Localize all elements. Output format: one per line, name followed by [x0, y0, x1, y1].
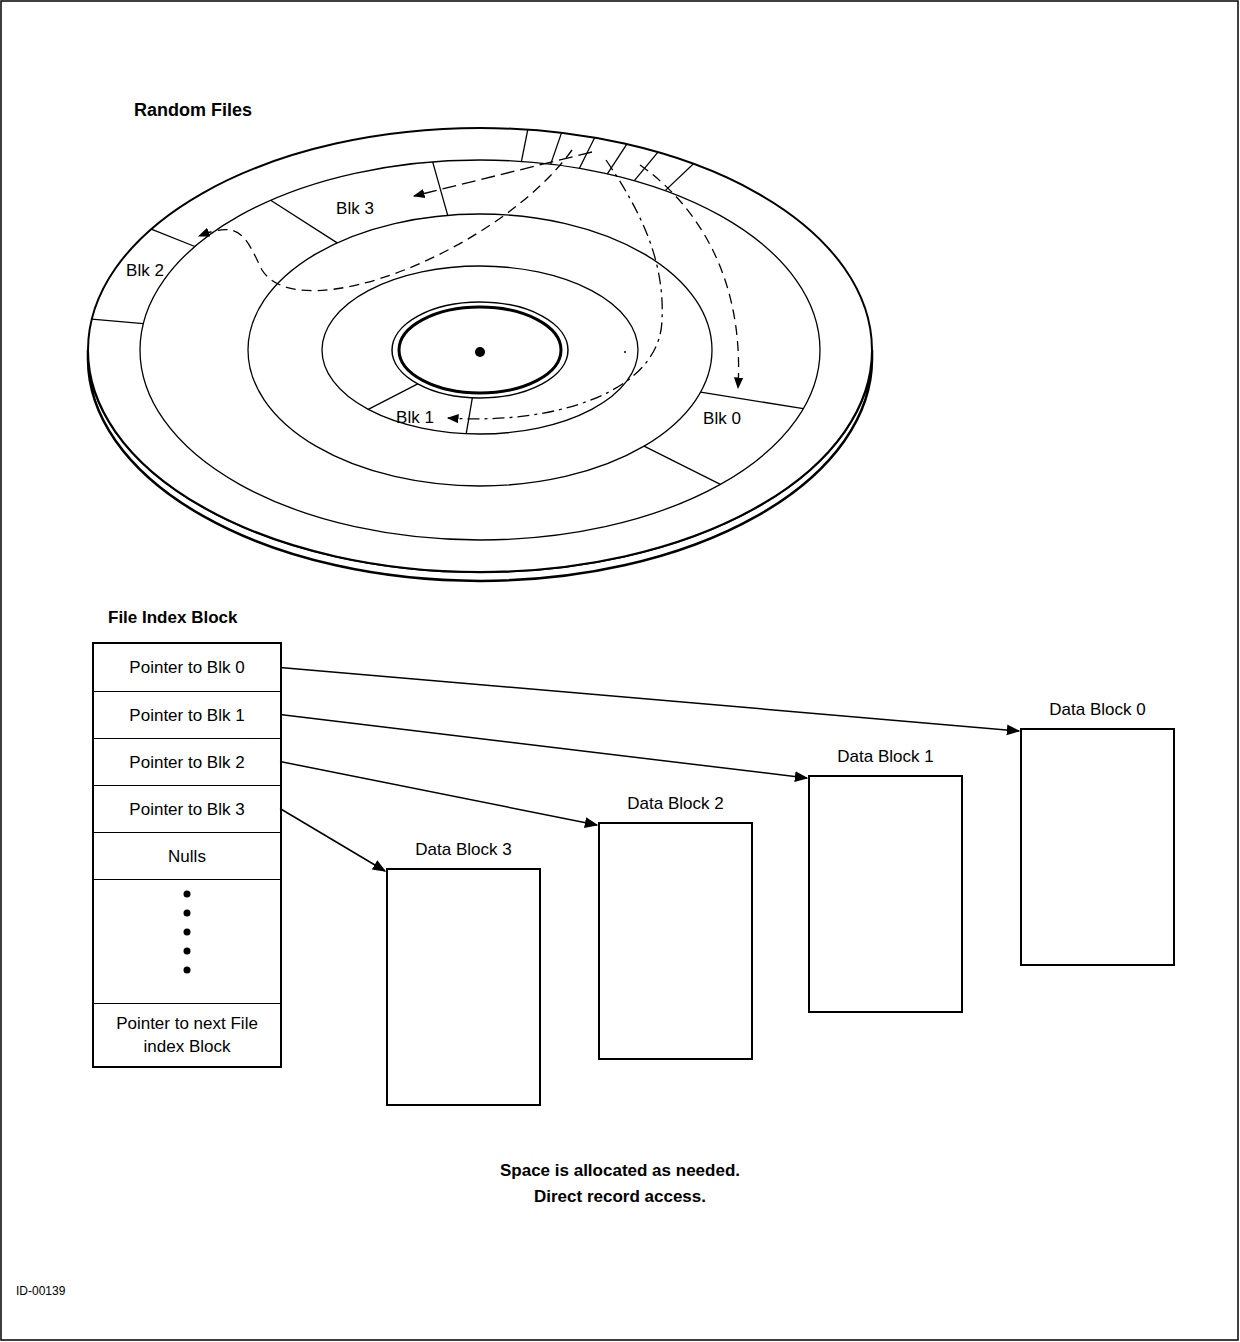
- index-entry: Pointer to next File index Block: [94, 1003, 280, 1066]
- pointer-arrow: [280, 809, 385, 872]
- block-label: Blk 3: [336, 199, 374, 219]
- data-block: Data Block 0: [1020, 728, 1175, 966]
- entry-text: Pointer to Blk 2: [129, 751, 244, 774]
- disk-illustration: [0, 0, 1240, 640]
- index-entry: Pointer to Blk 0: [94, 644, 280, 691]
- table-heading: File Index Block: [108, 608, 237, 628]
- diagram-title: Random Files: [134, 100, 252, 121]
- pointer-arrow: [280, 715, 807, 779]
- block-label: Blk 1: [396, 408, 434, 428]
- block-heading: Data Block 1: [837, 747, 933, 767]
- index-entry: Nulls: [94, 832, 280, 880]
- block-heading: Data Block 2: [627, 794, 723, 814]
- index-entry: Pointer to Blk 3: [94, 785, 280, 832]
- block-heading: Data Block 0: [1049, 700, 1145, 720]
- entry-text: Nulls: [168, 845, 206, 868]
- data-block: Data Block 2: [598, 822, 753, 1060]
- data-block: Data Block 1: [808, 775, 963, 1013]
- pointer-arrow: [280, 668, 1019, 732]
- block-label: Blk 2: [126, 261, 164, 281]
- data-block: Data Block 3: [386, 868, 541, 1106]
- block-heading: Data Block 3: [415, 840, 511, 860]
- entry-text: Pointer to Blk 1: [129, 704, 244, 727]
- index-entry: Pointer to Blk 2: [94, 738, 280, 785]
- pointer-arrow: [280, 762, 597, 826]
- entry-text: Pointer to Blk 3: [129, 798, 244, 821]
- diagram-caption: Space is allocated as needed. Direct rec…: [490, 1158, 750, 1210]
- entry-text: Pointer to Blk 0: [129, 656, 244, 679]
- block-label: Blk 0: [703, 409, 741, 429]
- figure-id: ID-00139: [16, 1284, 65, 1298]
- entry-text: Pointer to next File index Block: [111, 1012, 263, 1058]
- ellipsis-dots: [0, 0, 400, 1100]
- index-entry: Pointer to Blk 1: [94, 691, 280, 738]
- index-table: File Index BlockPointer to Blk 0Pointer …: [92, 642, 282, 1068]
